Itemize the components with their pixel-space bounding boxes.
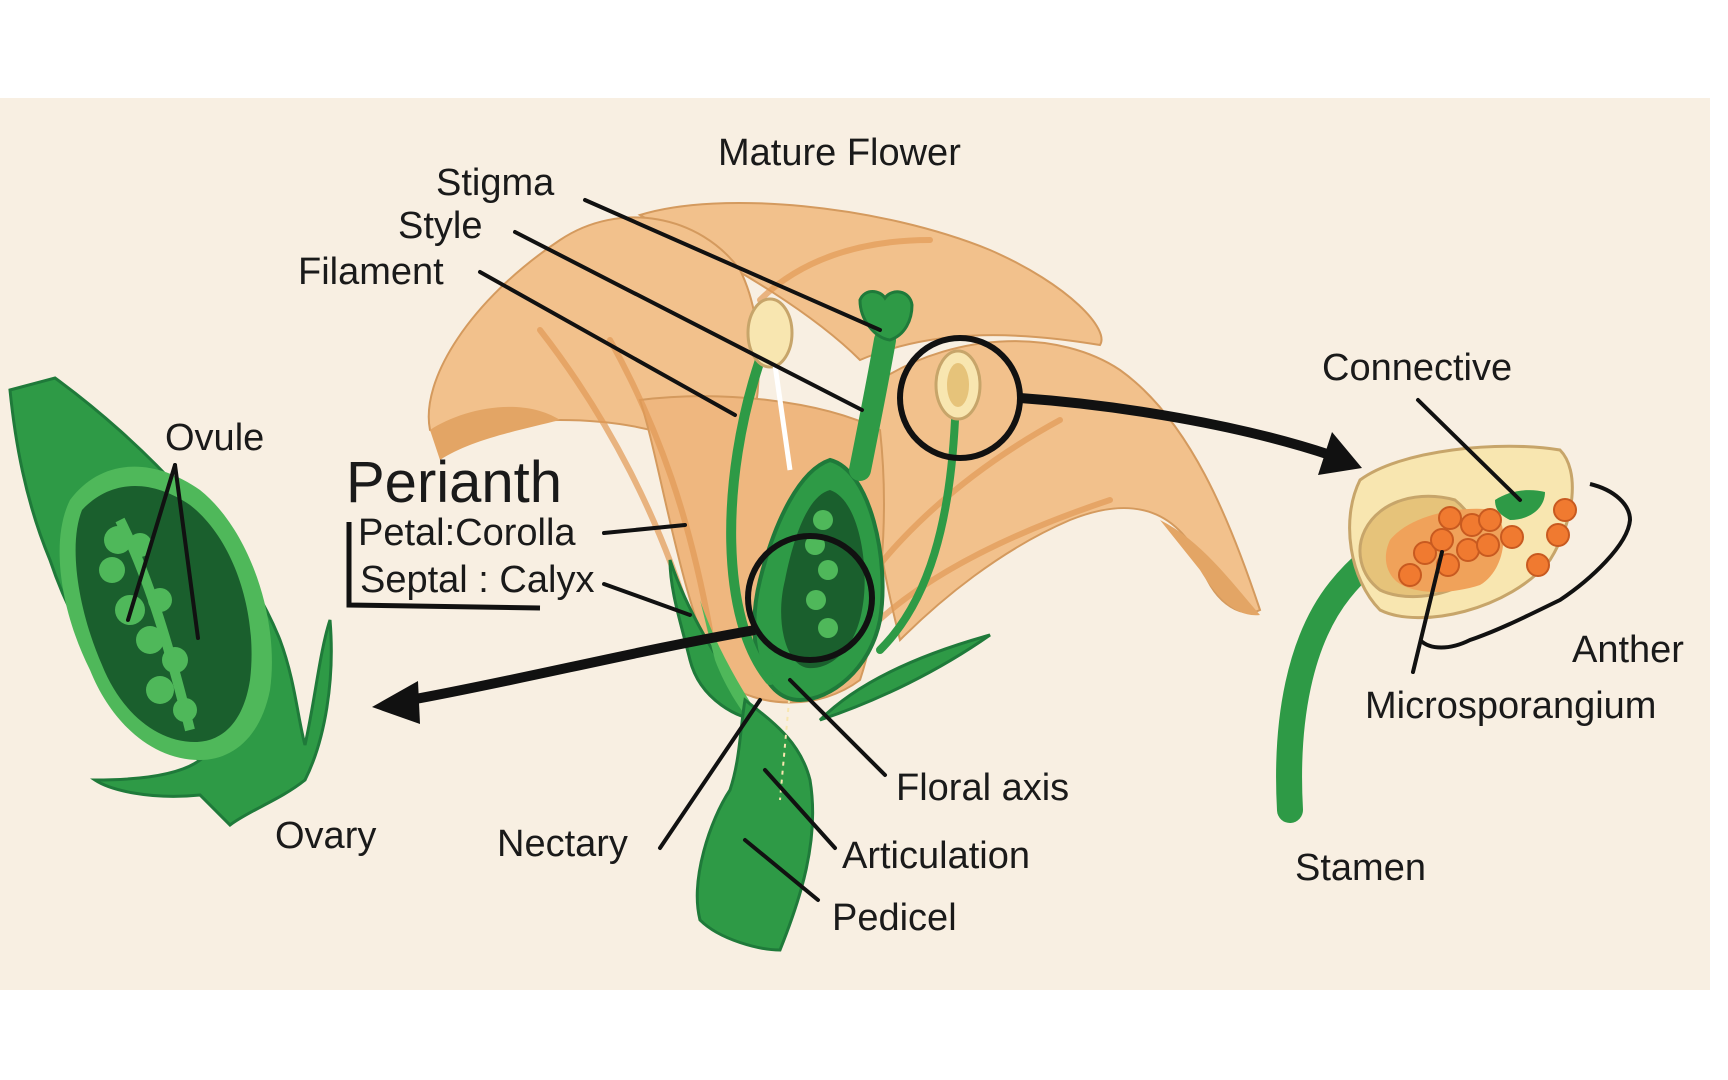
- label-perianth: Perianth: [346, 450, 562, 515]
- label-ovule: Ovule: [165, 417, 264, 459]
- leader-pedicel: [743, 838, 820, 902]
- pollen-grains: [1398, 498, 1577, 587]
- label-petal-corolla: Petal:Corolla: [358, 512, 576, 554]
- label-connective: Connective: [1322, 347, 1512, 389]
- label-anther: Anther: [1572, 629, 1684, 671]
- stamen-anther-left: [746, 297, 794, 369]
- leader-calyx: [602, 582, 692, 617]
- anther-bracket: [1418, 482, 1633, 650]
- arrow-to-stamen-head: [1318, 432, 1362, 475]
- pistil-style: [849, 329, 896, 481]
- leader-microsporangium: [1411, 550, 1444, 674]
- perianth-bracket: [346, 522, 541, 611]
- ovary-ovules: [805, 510, 838, 638]
- leader-filament: [478, 270, 737, 417]
- arrow-to-ovary: [409, 625, 756, 705]
- arrow-to-stamen: [1019, 393, 1332, 460]
- sepal-right: [818, 633, 991, 722]
- petal-back: [637, 202, 1103, 362]
- stamen-filament-left: [726, 355, 775, 685]
- label-stamen: Stamen: [1295, 847, 1426, 889]
- leader-floral-axis: [788, 678, 887, 777]
- stamen-anther-right-inner: [947, 363, 969, 407]
- leader-style: [513, 230, 864, 412]
- leader-ovule-2: [173, 463, 200, 640]
- label-septal-calyx: Septal : Calyx: [360, 559, 594, 601]
- title-label: Mature Flower: [718, 132, 961, 174]
- label-stigma: Stigma: [436, 162, 555, 204]
- leader-nectary: [658, 698, 762, 850]
- stamen-detail-illustration: [1276, 444, 1633, 823]
- arrows: [372, 393, 1362, 724]
- leader-lines: [126, 198, 1522, 902]
- leader-stigma: [583, 198, 882, 332]
- connective-tissue: [1495, 490, 1545, 520]
- leader-corolla: [602, 523, 687, 535]
- white-filament: [772, 364, 793, 471]
- leader-connective: [1416, 398, 1522, 502]
- label-articulation: Articulation: [842, 835, 1030, 877]
- leader-ovule-1: [126, 463, 177, 622]
- label-ovary: Ovary: [275, 815, 376, 857]
- label-floral-axis: Floral axis: [896, 767, 1069, 809]
- label-pedicel: Pedicel: [832, 897, 957, 939]
- label-filament: Filament: [298, 251, 444, 293]
- floral-axis-dotted: [779, 689, 791, 801]
- labels: Mature Flower Stigma Style Filament Ovul…: [165, 132, 1684, 939]
- label-nectary: Nectary: [497, 823, 628, 865]
- ovary-detail-illustration: [8, 376, 333, 827]
- arrow-to-ovary-head: [372, 681, 420, 724]
- petal-right-fold: [1160, 520, 1260, 616]
- magnifier-circle-ovary: [745, 533, 875, 663]
- label-style: Style: [398, 205, 482, 247]
- petal-left-fold: [430, 406, 560, 460]
- label-microsporangium: Microsporangium: [1365, 685, 1656, 727]
- leader-articulation: [763, 768, 837, 850]
